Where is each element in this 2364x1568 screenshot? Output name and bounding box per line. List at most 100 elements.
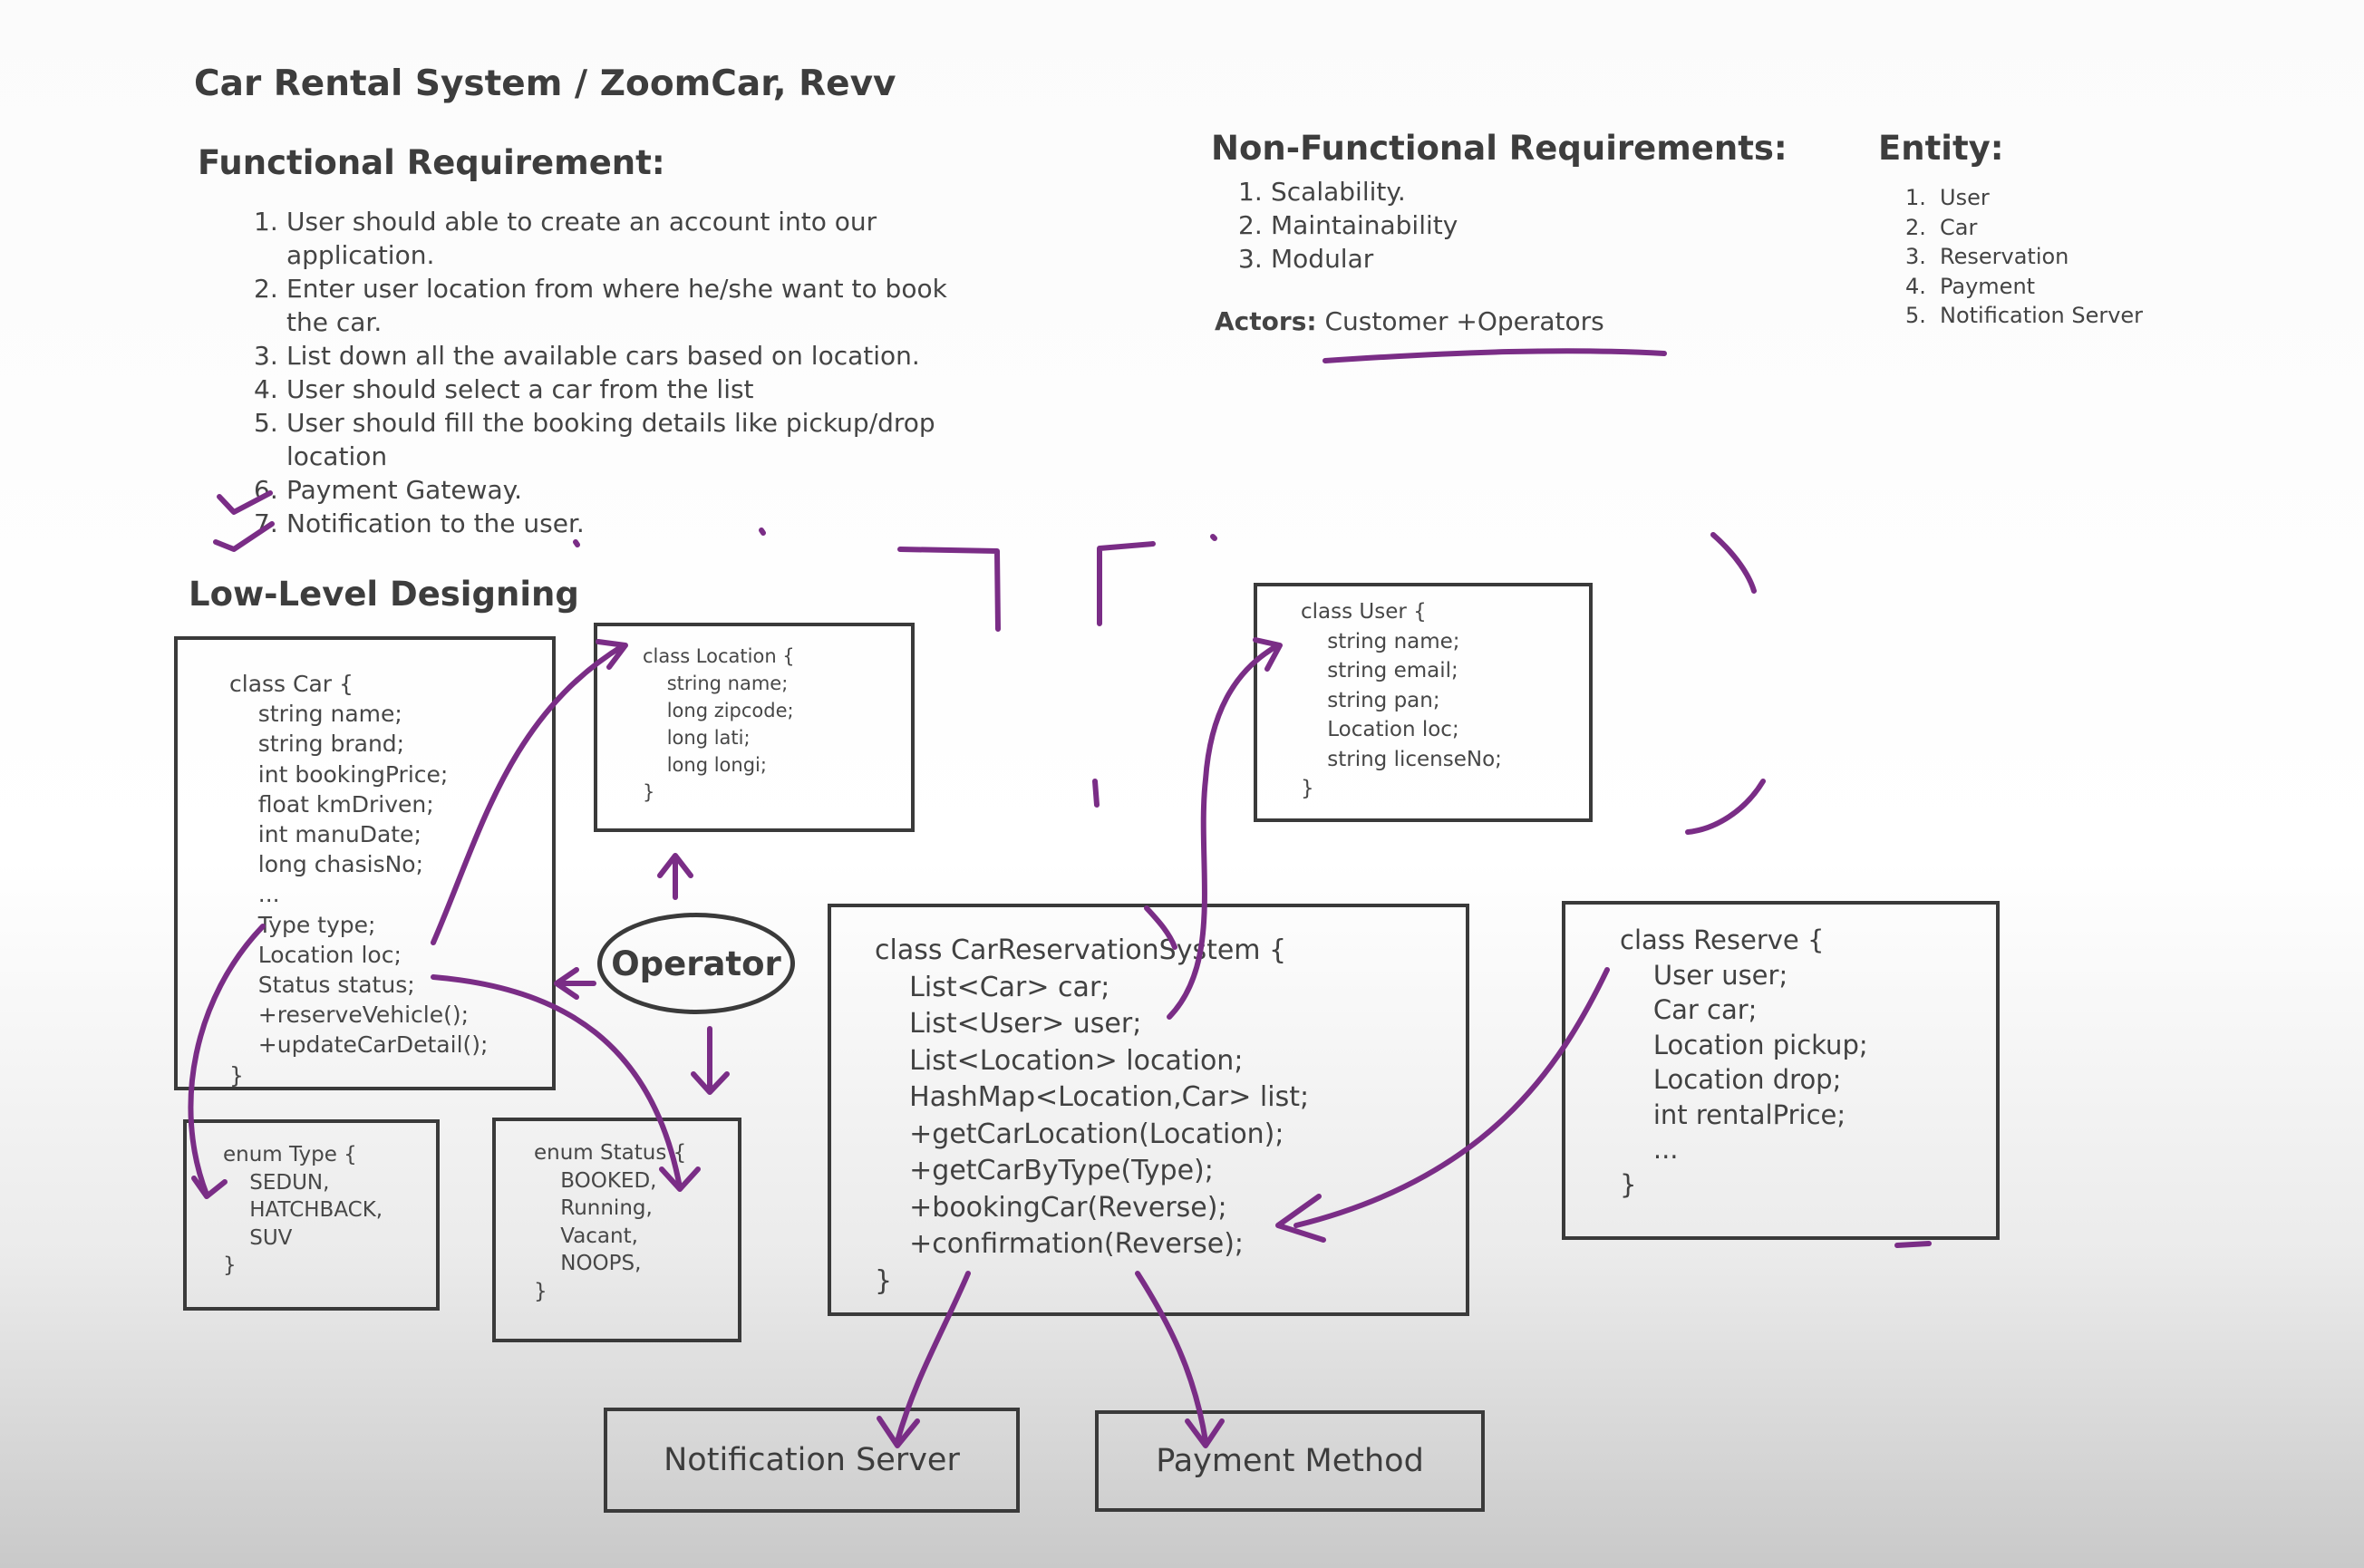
class-car-code: class Car { string name; string brand; i… bbox=[229, 669, 488, 1090]
code-line: enum Type { bbox=[223, 1143, 357, 1166]
operator-to-location-arrowhead bbox=[657, 853, 693, 878]
actors-line: Actors: Customer +Operators bbox=[1215, 306, 1604, 336]
code-line: +confirmation(Reverse); bbox=[875, 1228, 1245, 1260]
car-to-location-arrow bbox=[431, 643, 626, 945]
item-text: User should able to create an account in… bbox=[286, 207, 877, 270]
system-to-payment-arrow bbox=[1135, 1271, 1208, 1444]
code-line: BOOKED, bbox=[534, 1168, 657, 1193]
code-line: string pan; bbox=[1301, 688, 1440, 712]
functional-item: 4. User should select a car from the list bbox=[254, 373, 979, 406]
code-line: HATCHBACK, bbox=[223, 1198, 383, 1222]
code-line: long chasisNo; bbox=[229, 851, 424, 878]
arc-mark-bottom bbox=[1685, 779, 1766, 835]
code-line: long zipcode; bbox=[643, 700, 794, 721]
item-number: 4. bbox=[1905, 273, 1926, 299]
code-line: ... bbox=[1620, 1134, 1679, 1165]
item-text: List down all the available cars based o… bbox=[286, 341, 920, 371]
code-line: int bookingPrice; bbox=[229, 760, 449, 788]
functional-heading: Functional Requirement: bbox=[198, 143, 665, 182]
code-line: string name; bbox=[229, 701, 402, 728]
code-line: int rentalPrice; bbox=[1620, 1099, 1846, 1130]
item-text: Maintainability bbox=[1271, 210, 1458, 240]
functional-item: 5.User should fill the booking details l… bbox=[254, 406, 979, 473]
operator-node: Operator bbox=[597, 913, 795, 1014]
car-to-status-arrow bbox=[431, 974, 683, 1190]
code-line: string name; bbox=[643, 673, 789, 694]
entity-item: 5.Notification Server bbox=[1905, 301, 2143, 331]
payment-method-box: Payment Method bbox=[1095, 1410, 1485, 1512]
code-line: +getCarByType(Type); bbox=[875, 1155, 1214, 1186]
operator-to-car-arrowhead bbox=[554, 967, 579, 1000]
item-text: Notification to the user. bbox=[286, 508, 585, 538]
item-number: 3. bbox=[1238, 244, 1263, 274]
class-location-box: class Location { string name; long zipco… bbox=[594, 623, 915, 832]
code-line: ... bbox=[229, 881, 280, 908]
actors-label: Actors: bbox=[1215, 306, 1317, 336]
code-line: Car car; bbox=[1620, 994, 1758, 1025]
system-to-notification-arrow bbox=[895, 1271, 971, 1444]
system-cross-mark bbox=[1144, 905, 1177, 950]
code-line: class CarReservationSystem { bbox=[875, 934, 1287, 966]
checkmark-7 bbox=[213, 521, 275, 552]
non-functional-item: 3.Modular bbox=[1238, 242, 1458, 276]
tick-mark bbox=[1092, 779, 1100, 808]
code-line: List<Location> location; bbox=[875, 1044, 1244, 1077]
entity-item: 3. Reservation bbox=[1905, 242, 2143, 272]
class-user-code: class User { string name; string email; … bbox=[1301, 597, 1502, 804]
item-number: 4. bbox=[254, 374, 278, 404]
code-line: Status status; bbox=[229, 972, 415, 999]
entity-item: 1.User bbox=[1905, 183, 2143, 213]
notification-server-box: Notification Server bbox=[604, 1408, 1020, 1513]
non-functional-item: 1.Scalability. bbox=[1238, 175, 1458, 208]
functional-item: 3.List down all the available cars based… bbox=[254, 339, 979, 373]
code-line: Type type; bbox=[229, 911, 376, 938]
system-to-user-arrow bbox=[1167, 643, 1281, 1020]
page-title: Car Rental System / ZoomCar, Revv bbox=[194, 63, 896, 104]
bracket-mark-left bbox=[897, 547, 1001, 632]
class-reservation-system-box: class CarReservationSystem { List<Car> c… bbox=[828, 904, 1469, 1316]
car-to-type-arrowhead bbox=[191, 1176, 228, 1199]
item-number: 1. bbox=[1238, 177, 1263, 207]
lld-heading: Low-Level Designing bbox=[189, 575, 579, 614]
code-line: string brand; bbox=[229, 731, 405, 758]
code-line: User user; bbox=[1620, 959, 1788, 991]
item-number: 1. bbox=[254, 207, 278, 237]
system-to-payment-arrowhead bbox=[1185, 1418, 1225, 1448]
code-line: SUV bbox=[223, 1225, 293, 1250]
code-line: } bbox=[1301, 777, 1314, 800]
bracket-mark-right bbox=[1097, 541, 1156, 626]
car-to-location-arrowhead bbox=[596, 639, 628, 670]
checkmark-6 bbox=[217, 490, 273, 515]
item-text: Payment bbox=[1940, 273, 2036, 299]
car-to-status-arrowhead bbox=[659, 1166, 701, 1192]
code-line: List<User> user; bbox=[875, 1008, 1142, 1040]
code-line: string email; bbox=[1301, 659, 1458, 682]
code-line: int manuDate; bbox=[229, 821, 421, 848]
class-user-box: class User { string name; string email; … bbox=[1254, 583, 1593, 822]
code-line: class User { bbox=[1301, 600, 1427, 624]
code-line: long lati; bbox=[643, 727, 751, 749]
item-number: 2. bbox=[1238, 210, 1263, 240]
reserve-to-system-arrowhead bbox=[1275, 1194, 1326, 1243]
item-text: Notification Server bbox=[1940, 303, 2144, 328]
code-line: class Reserve { bbox=[1620, 924, 1825, 955]
entity-list: 1.User 2.Car 3.Reservation 4.Payment 5.N… bbox=[1905, 183, 2143, 331]
code-line: List<Car> car; bbox=[875, 971, 1110, 1003]
item-number: 3. bbox=[1905, 244, 1926, 269]
actors-value: Customer +Operators bbox=[1316, 306, 1604, 336]
code-line: Vacant, bbox=[534, 1224, 638, 1248]
enum-type-box: enum Type { SEDUN, HATCHBACK, SUV } bbox=[183, 1119, 440, 1311]
code-line: Location loc; bbox=[229, 941, 402, 968]
item-text: Car bbox=[1940, 214, 1978, 240]
item-text: Reservation bbox=[1940, 244, 2069, 269]
non-functional-heading: Non-Functional Requirements: bbox=[1211, 129, 1788, 168]
code-line: SEDUN, bbox=[223, 1170, 330, 1195]
functional-list: 1. User should able to create an account … bbox=[254, 205, 979, 540]
code-line: enum Status { bbox=[534, 1141, 687, 1165]
item-text: User should select a car from the list bbox=[286, 374, 754, 404]
code-line: string name; bbox=[1301, 629, 1460, 653]
code-line: class Car { bbox=[229, 671, 354, 697]
non-functional-list: 1.Scalability. 2. Maintainability 3.Modul… bbox=[1238, 175, 1458, 276]
entity-item: 4. Payment bbox=[1905, 272, 2143, 302]
